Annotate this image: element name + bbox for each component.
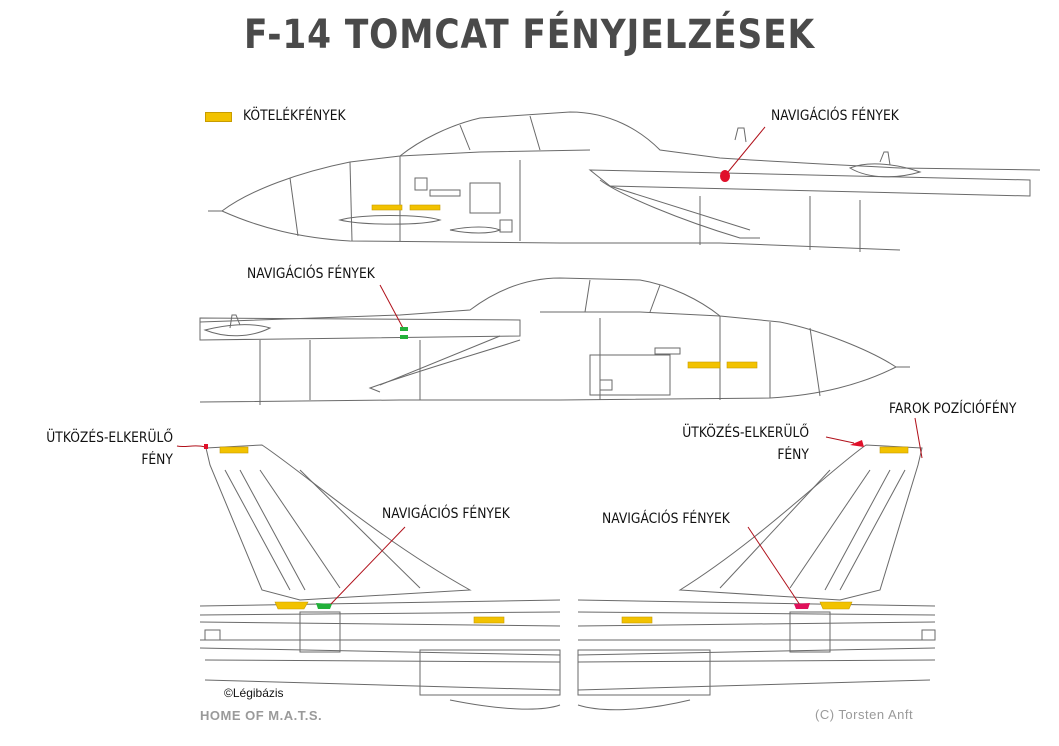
label-nav-lights-top: NAVIGÁCIÓS FÉNYEK xyxy=(771,108,899,124)
rear-view-left-tail xyxy=(199,444,561,710)
anticollision-light xyxy=(204,444,208,449)
copyright-legibazis: ©Légibázis xyxy=(224,686,284,700)
label-tail-position-light: FAROK POZÍCIÓFÉNY xyxy=(889,401,1017,417)
nav-light-magenta xyxy=(794,603,810,609)
credit-artist: (C) Torsten Anft xyxy=(815,707,914,722)
credit-home-of-mats: HOME OF M.A.T.S. xyxy=(200,708,323,723)
formation-light xyxy=(621,616,653,624)
side-view-right-profile xyxy=(199,277,910,405)
label-anticollision-left-1: ÜTKÖZÉS-ELKERÜLŐ xyxy=(46,430,173,446)
label-anticollision-right-1: ÜTKÖZÉS-ELKERÜLŐ xyxy=(682,425,809,441)
leader-line-nav-view2 xyxy=(379,284,404,329)
leader-line-anticollision-right xyxy=(825,436,855,444)
leader-line-anticollision-left xyxy=(176,445,206,448)
formation-light xyxy=(473,616,505,624)
legend-formation-lights-label: KÖTELÉKFÉNYEK xyxy=(243,108,346,124)
formation-light xyxy=(879,446,909,454)
side-view-left-profile xyxy=(208,111,1041,252)
leader-line-nav-left-tail xyxy=(329,526,406,606)
label-nav-lights-right-tail: NAVIGÁCIÓS FÉNYEK xyxy=(602,511,730,527)
leader-line-nav-right-tail xyxy=(747,526,801,606)
label-nav-lights-left-tail: NAVIGÁCIÓS FÉNYEK xyxy=(382,506,510,522)
formation-light xyxy=(409,204,441,211)
label-nav-lights-view2: NAVIGÁCIÓS FÉNYEK xyxy=(247,266,375,282)
formation-light xyxy=(726,361,758,369)
nav-light-red xyxy=(720,170,730,182)
rear-view-right-tail xyxy=(577,444,936,711)
nav-light-green xyxy=(316,603,332,609)
leader-line-tail-position xyxy=(914,417,923,459)
page-title: F-14 TOMCAT FÉNYJELZÉSEK xyxy=(243,12,816,58)
formation-light-legend-swatch xyxy=(205,112,232,122)
formation-light xyxy=(687,361,721,369)
formation-light xyxy=(371,204,403,211)
label-anticollision-left-2: FÉNY xyxy=(141,452,173,468)
formation-light xyxy=(274,601,309,610)
formation-light xyxy=(819,601,853,610)
label-anticollision-right-2: FÉNY xyxy=(777,447,809,463)
nav-light-green xyxy=(400,335,408,339)
formation-light xyxy=(219,446,249,454)
leader-line-nav-top xyxy=(727,126,766,173)
nav-light-green xyxy=(400,327,408,331)
anticollision-light xyxy=(850,440,864,447)
